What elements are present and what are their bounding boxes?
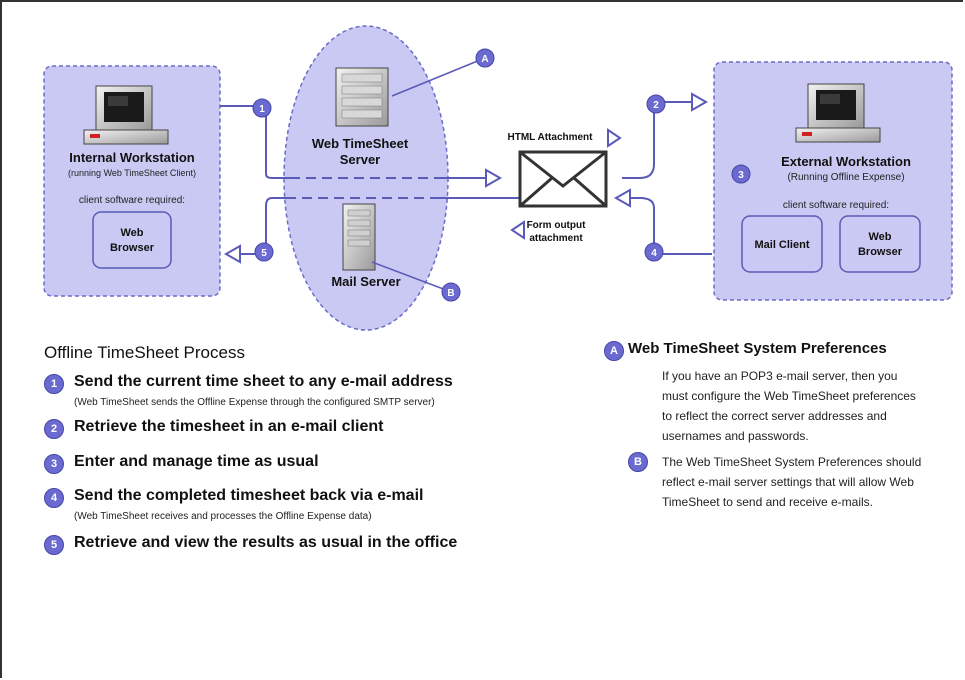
step-3-badge: 3 — [44, 454, 64, 474]
external-web-browser-box — [839, 215, 921, 273]
flow-5-arrowhead — [223, 244, 241, 264]
badge-5-label: 5 — [261, 248, 267, 259]
mail-server-label: Mail Server — [331, 274, 400, 289]
badge-2-icon — [646, 94, 666, 114]
mail-client-label: Mail Client — [754, 239, 809, 251]
step-2-text: Retrieve the timesheet in an e-mail clie… — [74, 418, 384, 435]
pref-a-line-2: must configure the Web TimeSheet prefere… — [662, 389, 916, 403]
badge-1-label: 1 — [259, 104, 265, 115]
form-output-label-line2: attachment — [529, 233, 583, 244]
step-1-subtext: (Web TimeSheet sends the Offline Expense… — [74, 397, 435, 408]
step-5-badge: 5 — [44, 535, 64, 555]
pref-b-line-1: The Web TimeSheet System Preferences sho… — [662, 455, 922, 469]
badge-b-label: B — [447, 288, 454, 299]
flow-4-arrowhead — [613, 188, 631, 208]
badge-a-label: A — [481, 54, 488, 65]
pref-badge-b: B — [628, 452, 648, 472]
flow-1-line — [220, 105, 290, 179]
badge-b-icon — [441, 282, 461, 302]
flow-1-arrowhead — [485, 168, 503, 188]
form-output-arrow — [510, 220, 525, 240]
badge-2-label: 2 — [653, 100, 659, 111]
preferences-a-body: If you have an POP3 e-mail server, then … — [662, 366, 960, 446]
preferences-title: Web TimeSheet System Preferences — [628, 340, 887, 357]
web-timesheet-server-icon — [335, 67, 389, 127]
step-1-badge: 1 — [44, 374, 64, 394]
process-title: Offline TimeSheet Process — [44, 343, 245, 362]
internal-workstation-panel — [43, 65, 221, 297]
step-4-text: Send the completed timesheet back via e-… — [74, 487, 424, 504]
badge-a-connector — [391, 59, 481, 97]
badge-a-icon — [475, 48, 495, 68]
pref-a-line-1: If you have an POP3 e-mail server, then … — [662, 369, 898, 383]
mail-client-box — [741, 215, 823, 273]
preferences-b-body: The Web TimeSheet System Preferences sho… — [662, 452, 960, 512]
external-workstation-title: External Workstation — [781, 154, 911, 169]
badge-3-label: 3 — [738, 170, 744, 181]
pref-a-line-4: usernames and passwords. — [662, 429, 809, 443]
step-2-badge: 2 — [44, 419, 64, 439]
step-5-text: Retrieve and view the results as usual i… — [74, 534, 458, 551]
flow-2-arrowhead — [691, 92, 709, 112]
pref-badge-a: A — [604, 341, 624, 361]
html-attachment-arrow — [607, 128, 622, 148]
internal-software-label: client software required: — [79, 195, 185, 206]
step-4-badge: 4 — [44, 488, 64, 508]
badge-5-icon — [254, 242, 274, 262]
pref-b-line-3: TimeSheet to send and receive e-mails. — [662, 495, 873, 509]
external-software-label: client software required: — [783, 200, 889, 211]
badge-4-label: 4 — [651, 248, 657, 259]
external-workstation-subtitle: (Running Offline Expense) — [787, 172, 904, 183]
external-web-browser-line2: Browser — [858, 246, 903, 258]
badge-1-icon — [252, 98, 272, 118]
internal-workstation-icon — [83, 85, 169, 145]
pref-a-line-3: to reflect the correct server addresses … — [662, 409, 887, 423]
internal-web-browser-line2: Browser — [110, 242, 155, 254]
web-timesheet-server-title-line2: Server — [340, 152, 380, 167]
badge-3-icon — [731, 164, 751, 184]
external-workstation-icon — [795, 83, 881, 143]
form-output-label-line1: Form output — [527, 220, 587, 231]
html-attachment-label: HTML Attachment — [508, 132, 594, 143]
step-1-text: Send the current time sheet to any e-mai… — [74, 373, 453, 390]
mail-server-icon — [342, 203, 376, 271]
external-web-browser-line1: Web — [868, 231, 891, 243]
internal-workstation-subtitle: (running Web TimeSheet Client) — [68, 168, 196, 178]
email-envelope-icon — [518, 150, 608, 208]
internal-web-browser-line1: Web — [120, 227, 143, 239]
internal-web-browser-box — [92, 211, 172, 269]
step-4-subtext: (Web TimeSheet receives and processes th… — [74, 511, 372, 522]
internal-workstation-title: Internal Workstation — [69, 150, 195, 165]
web-timesheet-server-title-line1: Web TimeSheet — [312, 136, 409, 151]
badge-b-connector — [371, 261, 447, 291]
pref-b-line-2: reflect e-mail server settings that will… — [662, 475, 914, 489]
step-3-text: Enter and manage time as usual — [74, 453, 319, 470]
badge-4-icon — [644, 242, 664, 262]
flow-4-line — [628, 197, 712, 255]
